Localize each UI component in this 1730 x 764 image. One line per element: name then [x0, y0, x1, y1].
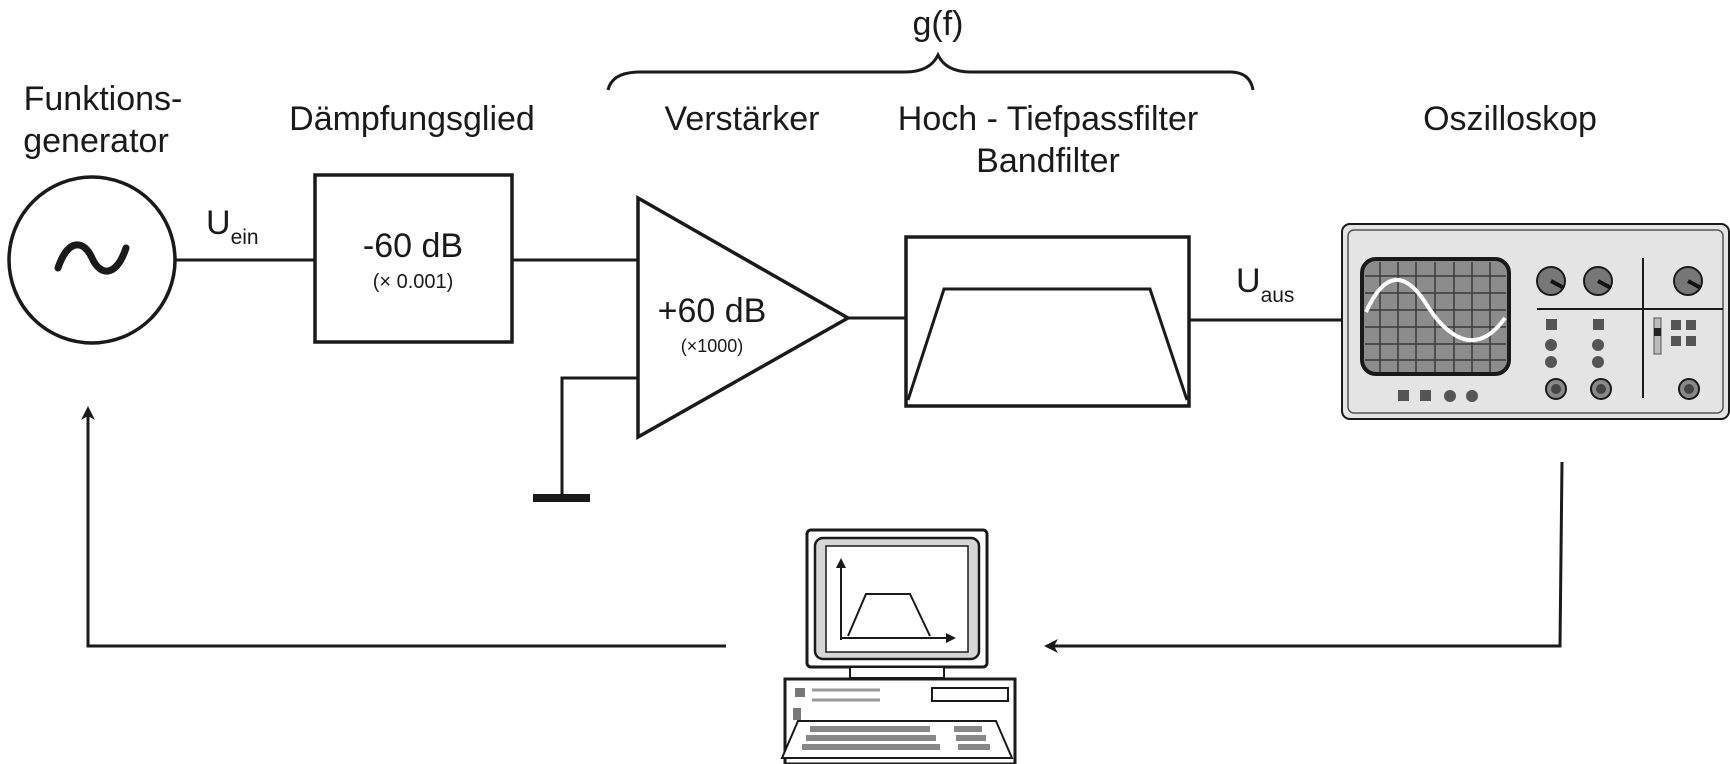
generator-label-line1: Funktions- [24, 80, 183, 118]
sine-wave-source-icon [7, 175, 177, 345]
control-line [81, 406, 726, 648]
oscilloscope-label: Oszilloskop [1423, 100, 1597, 138]
amplifier-gain: +60 dB [658, 292, 767, 330]
feedback-line [1044, 461, 1564, 653]
transfer-function-label: g(f) [913, 5, 964, 43]
generator-label-line2: generator [23, 122, 169, 160]
attenuator-gain: -60 dB [363, 227, 463, 265]
attenuator-factor: (× 0.001) [373, 271, 454, 293]
output-voltage-label: Uaus [1236, 262, 1294, 307]
amplifier-label: Verstärker [665, 100, 820, 138]
transfer-function-brace [606, 51, 1255, 91]
amplifier-triangle [636, 194, 852, 441]
attenuator-box [313, 173, 514, 344]
filter-label-line1: Hoch - Tiefpassfilter [898, 100, 1198, 138]
oscilloscope-icon [1341, 223, 1730, 420]
computer-icon [780, 528, 1017, 764]
filter-label-line2: Bandfilter [976, 142, 1120, 180]
input-voltage-label: Uein [206, 204, 259, 249]
amplifier-factor: (×1000) [681, 336, 744, 356]
bandpass-filter-icon [904, 235, 1191, 408]
attenuator-label: Dämpfungsglied [289, 100, 535, 138]
ground-icon [533, 376, 638, 502]
